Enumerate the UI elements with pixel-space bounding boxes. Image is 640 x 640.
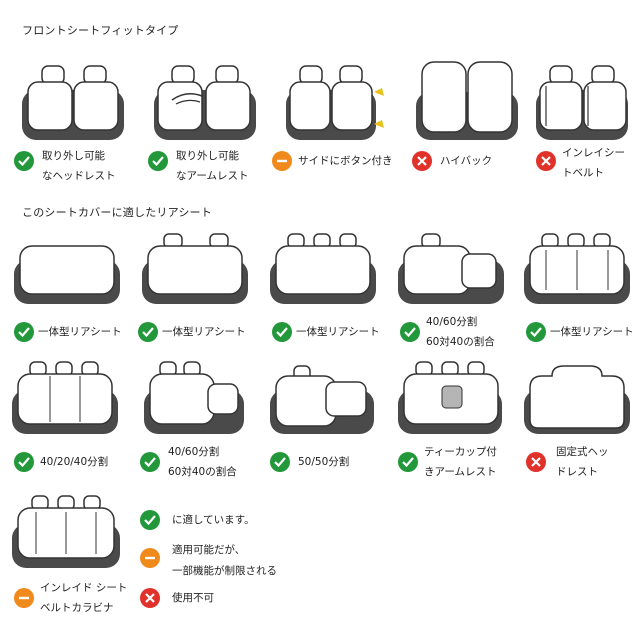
rear-r2-item-4-line-1: ティーカップ付 [424, 446, 497, 458]
rear-r2-item-2-line-1: 40/60分割 [168, 446, 220, 458]
rear-r1-item-5-line-1: 一体型リアシート [550, 326, 634, 338]
legend-dash-icon [140, 548, 160, 568]
check-icon [398, 452, 418, 472]
front-item-2-line-2: なアームレスト [176, 170, 249, 182]
legend-check-icon [140, 510, 160, 530]
front-seat-removable-armrest-illustration [154, 65, 256, 140]
check-icon [140, 452, 160, 472]
dash-icon [272, 151, 292, 171]
rear-split-40-60-illustration [398, 233, 504, 304]
check-icon [270, 452, 290, 472]
rear-r3-item-1-line-1: インレイド シート [40, 582, 128, 594]
check-icon [272, 322, 292, 342]
rear-r1-item-4-line-1: 40/60分割 [426, 316, 478, 328]
front-item-1-line-2: なヘッドレスト [42, 170, 116, 182]
rear-bench-inlay-illustration [524, 233, 630, 304]
front-seat-side-button-illustration [286, 65, 384, 140]
front-item-4-line-1: ハイバック [440, 155, 493, 167]
rear-split-50-50-illustration [270, 365, 374, 434]
front-item-5-line-2: トベルト [562, 167, 604, 179]
check-icon [400, 322, 420, 342]
rear-fixed-headrest-illustration [524, 365, 630, 434]
check-icon [148, 151, 168, 171]
rear-r2-item-5-line-2: ドレスト [556, 466, 598, 478]
rear-bench-plain-illustration [14, 245, 120, 304]
rear-r3-item-1-line-2: ベルトカラビナ [40, 602, 114, 614]
front-section-title: フロントシートフィットタイプ [22, 24, 179, 37]
front-seat-removable-headrest-illustration [22, 65, 124, 140]
legend-cross-icon [140, 588, 160, 608]
rear-r2-item-3-line-1: 50/50分割 [298, 456, 350, 468]
rear-r2-item-4-line-2: きアームレスト [424, 466, 497, 478]
legend-ok-text: に適しています。 [172, 514, 255, 526]
cross-icon [526, 452, 546, 472]
rear-bench-two-headrests-illustration [142, 233, 248, 304]
cross-icon [412, 151, 432, 171]
front-seat-high-back-illustration [416, 61, 518, 140]
front-seat-inlay-belt-illustration [536, 65, 628, 140]
check-icon [14, 322, 34, 342]
rear-bench-three-headrests-illustration [270, 233, 376, 304]
rear-r2-item-1-line-1: 40/20/40分割 [40, 456, 109, 468]
front-item-5-line-1: インレイシー [562, 147, 625, 159]
rear-split-40-20-40-illustration [12, 361, 118, 434]
rear-r1-item-2-line-1: 一体型リアシート [162, 326, 246, 338]
cross-icon [536, 151, 556, 171]
check-icon [14, 452, 34, 472]
rear-r2-item-2-line-2: 60対40の割合 [168, 466, 237, 478]
rear-r1-item-1-line-1: 一体型リアシート [38, 326, 122, 338]
rear-section-title: このシートカバーに適したリアシート [22, 206, 212, 219]
legend-warn-text-line-1: 適用可能だが、 [172, 544, 246, 556]
front-item-3-line-1: サイドにボタン付き [298, 155, 393, 167]
rear-r2-item-5-line-1: 固定式ヘッ [556, 446, 609, 458]
check-icon [526, 322, 546, 342]
front-item-1-line-1: 取り外し可能 [42, 150, 105, 162]
rear-split-40-60-armrest-illustration [144, 361, 244, 434]
check-icon [14, 151, 34, 171]
dash-icon [14, 588, 34, 608]
front-item-2-line-1: 取り外し可能 [176, 150, 239, 162]
rear-r1-item-3-line-1: 一体型リアシート [296, 326, 380, 338]
rear-r1-item-4-line-2: 60対40の割合 [426, 336, 495, 348]
check-icon [138, 322, 158, 342]
legend-warn-text-line-2: 一部機能が制限される [172, 565, 277, 577]
rear-inlay-belt-carabiner-illustration [12, 495, 120, 568]
legend-no-text: 使用不可 [172, 592, 214, 604]
rear-cupholder-armrest-illustration [398, 361, 502, 434]
